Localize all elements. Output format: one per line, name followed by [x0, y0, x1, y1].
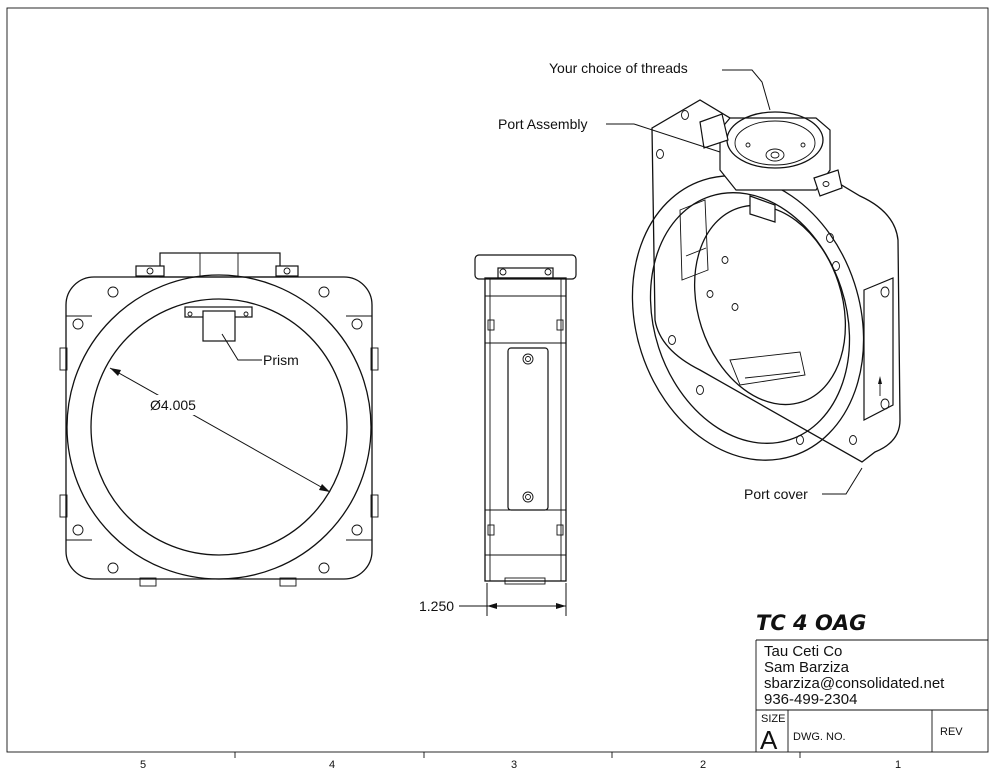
- dwg-no-label: DWG. NO.: [793, 731, 846, 743]
- sheet-border: [6, 7, 989, 753]
- title-phone: 936-499-2304: [764, 691, 857, 708]
- iso-back-body: [651, 99, 901, 463]
- isometric-view: [606, 69, 901, 495]
- dimension-diameter: Ø4.005: [150, 397, 196, 413]
- callout-port-cover: Port cover: [744, 486, 808, 502]
- iso-ring-inner: [649, 192, 851, 444]
- title-block: [755, 639, 988, 752]
- side-view: 1.250: [419, 254, 577, 616]
- front-port-assembly: [135, 252, 299, 278]
- drawing-title: TC 4 OAG: [756, 611, 866, 635]
- iso-slots: [679, 199, 806, 386]
- zone-label-5: 5: [140, 759, 146, 771]
- dimension-thickness: 1.250: [419, 598, 454, 614]
- title-author: Sam Barziza: [764, 659, 850, 676]
- front-outer-ring: [66, 274, 372, 580]
- callout-threads: Your choice of threads: [549, 60, 688, 76]
- iso-front-ring: [631, 175, 865, 461]
- zone-ticks: [234, 752, 801, 758]
- iso-port-assembly: [699, 111, 843, 223]
- zone-label-3: 3: [511, 759, 517, 771]
- side-bolt-marks: [487, 319, 564, 536]
- rev-label: REV: [940, 726, 963, 738]
- size-label: SIZE: [761, 713, 785, 725]
- front-view: Prism Ø4.005: [59, 252, 379, 587]
- iso-bolt-holes: [656, 110, 857, 445]
- title-email: sbarziza@consolidated.net: [764, 675, 945, 692]
- diameter-dimension-line: [109, 367, 331, 493]
- callout-port-assembly: Port Assembly: [498, 116, 587, 132]
- iso-port-cover: [863, 277, 894, 421]
- front-bore: [90, 298, 348, 556]
- size-value: A: [760, 725, 778, 755]
- iso-bore: [693, 204, 847, 406]
- side-body-outline: [484, 277, 567, 582]
- front-side-screws: [59, 347, 379, 518]
- zone-label-2: 2: [700, 759, 706, 771]
- front-bottom-screws: [139, 577, 297, 587]
- callout-prism: Prism: [263, 352, 299, 368]
- prism-block: [184, 306, 253, 342]
- front-bolt-holes: [72, 286, 363, 574]
- zone-label-1: 1: [895, 759, 901, 771]
- side-port-cover: [507, 347, 549, 511]
- title-company: Tau Ceti Co: [764, 643, 842, 660]
- zone-label-4: 4: [329, 759, 335, 771]
